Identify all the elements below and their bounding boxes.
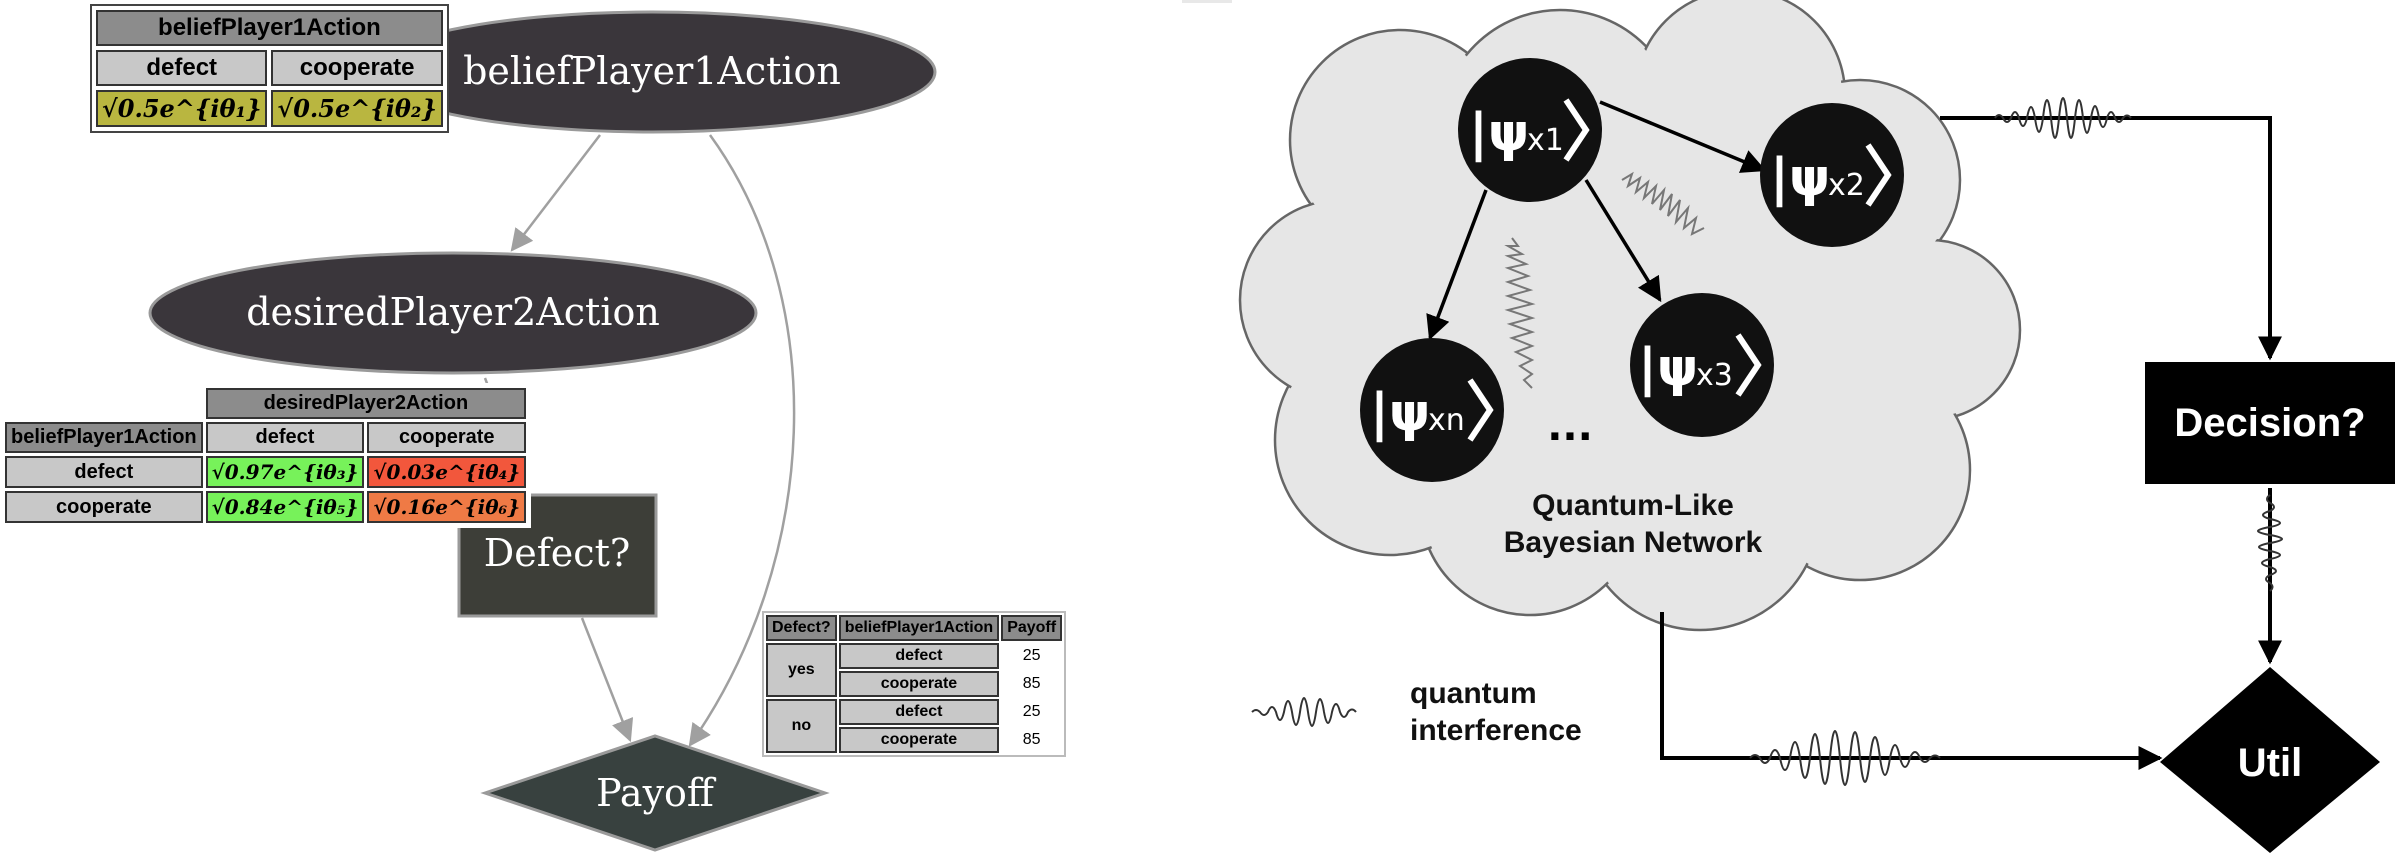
state-x2-psi: |ψ [1770, 148, 1830, 208]
cpt-belief-player1-action: beliefPlayer1Action defect cooperate √0.… [90, 4, 449, 133]
cpt-desired-cell: √0.97e^{iθ₃} [205, 456, 365, 488]
legend-wave-icon [1251, 697, 1357, 727]
ket-bracket-icon [1467, 378, 1494, 442]
node-defect-label: Defect? [484, 531, 630, 575]
cpt-desired-empty-cell [5, 388, 203, 419]
cpt-belief-title: beliefPlayer1Action [96, 10, 443, 46]
cpt-payoff-header: Payoff [1001, 615, 1063, 641]
node-payoff[interactable] [480, 734, 830, 852]
top-corner-mark [1182, 0, 1232, 3]
state-x2[interactable]: |ψ x2 [1760, 103, 1904, 247]
cpt-belief-val-defect: √0.5e^{iθ₁} [96, 90, 268, 127]
node-desired-label: desiredPlayer2Action [246, 290, 660, 334]
cpt-payoff-header: beliefPlayer1Action [838, 615, 1000, 641]
cpt-payoff: Defect? beliefPlayer1Action Payoff yes d… [762, 611, 1067, 757]
util-node[interactable] [2160, 667, 2380, 853]
cpt-desired-cell: √0.16e^{iθ₆} [367, 491, 527, 523]
legend-line2: interference [1410, 714, 1582, 747]
cpt-desired-row-header: beliefPlayer1Action [5, 422, 203, 453]
cpt-desired-col-cooperate: cooperate [367, 422, 527, 453]
ket-bracket-icon [1563, 98, 1590, 162]
cpt-payoff-action: cooperate [838, 727, 1000, 753]
state-x3[interactable]: |ψ x3 [1630, 293, 1774, 437]
interference-wave-b [1504, 237, 1536, 389]
edge-belief-to-desired [510, 134, 601, 252]
wave-bottom [1749, 730, 1941, 786]
state-x3-sub: x3 [1696, 358, 1733, 393]
util-label: Util [2238, 741, 2302, 785]
decision-node[interactable] [2145, 362, 2395, 484]
cloud-label-line2: Bayesian Network [1504, 526, 1763, 559]
cpt-belief-val-cooperate: √0.5e^{iθ₂} [271, 90, 443, 127]
decision-label: Decision? [2174, 401, 2365, 445]
cpt-payoff-value: 25 [1001, 643, 1063, 669]
edge-belief-to-payoff [688, 134, 796, 747]
ket-bracket-icon [1735, 333, 1762, 397]
cpt-payoff-value: 85 [1001, 671, 1063, 697]
edge-defect-to-payoff [580, 617, 634, 743]
wave-vertical [2257, 494, 2283, 592]
edge-x1-to-x2 [1599, 100, 1767, 173]
state-xn-psi: |ψ [1370, 383, 1430, 443]
state-x1[interactable]: |ψ x1 [1458, 58, 1602, 202]
cpt-payoff-action: defect [838, 643, 1000, 669]
cpt-belief-col-defect: defect [96, 50, 268, 86]
right-quantum-diagram: |ψ x1 |ψ x2 |ψ x3 |ψ xn ... Quantum-Like… [1182, 0, 2395, 853]
cpt-desired-cell: √0.84e^{iθ₅} [205, 491, 365, 523]
cpt-desired-player2-action: desiredPlayer2Action beliefPlayer1Action… [0, 383, 532, 528]
cpt-payoff-group-yes: yes [766, 643, 837, 697]
cpt-desired-row-cooperate: cooperate [5, 491, 203, 523]
ket-bracket-icon [1865, 143, 1892, 207]
state-xn-sub: xn [1428, 403, 1465, 438]
ellipsis: ... [1547, 404, 1593, 450]
cloud-label-line1: Quantum-Like [1532, 489, 1734, 522]
edge-cloud-to-util [1660, 612, 2163, 770]
wave-top [1994, 97, 2132, 139]
edge-x1-to-x3 [1584, 179, 1662, 303]
cpt-payoff-value: 85 [1001, 727, 1063, 753]
cpt-desired-cell: √0.03e^{iθ₄} [367, 456, 527, 488]
cpt-desired-col-defect: defect [205, 422, 365, 453]
cpt-desired-row-defect: defect [5, 456, 203, 488]
cpt-payoff-group-no: no [766, 699, 837, 753]
edge-x1-to-xn [1426, 189, 1488, 341]
node-desired-player2-action[interactable] [148, 251, 758, 375]
cpt-payoff-header: Defect? [766, 615, 837, 641]
state-x3-psi: |ψ [1638, 338, 1698, 398]
legend-line1: quantum [1410, 677, 1537, 710]
cpt-payoff-action: defect [838, 699, 1000, 725]
state-x1-psi: |ψ [1469, 103, 1529, 163]
cpt-payoff-action: cooperate [838, 671, 1000, 697]
state-x1-sub: x1 [1527, 123, 1564, 158]
state-x2-sub: x2 [1828, 168, 1865, 203]
cpt-payoff-value: 25 [1001, 699, 1063, 725]
cpt-belief-col-cooperate: cooperate [271, 50, 443, 86]
state-xn[interactable]: |ψ xn [1360, 338, 1504, 482]
interference-wave-a [1621, 171, 1705, 236]
node-belief-label: beliefPlayer1Action [463, 49, 841, 93]
left-bayesian-network: beliefPlayer1Action desiredPlayer2Action… [148, 10, 937, 852]
cpt-desired-title: desiredPlayer2Action [205, 388, 527, 419]
node-payoff-label: Payoff [596, 771, 717, 815]
